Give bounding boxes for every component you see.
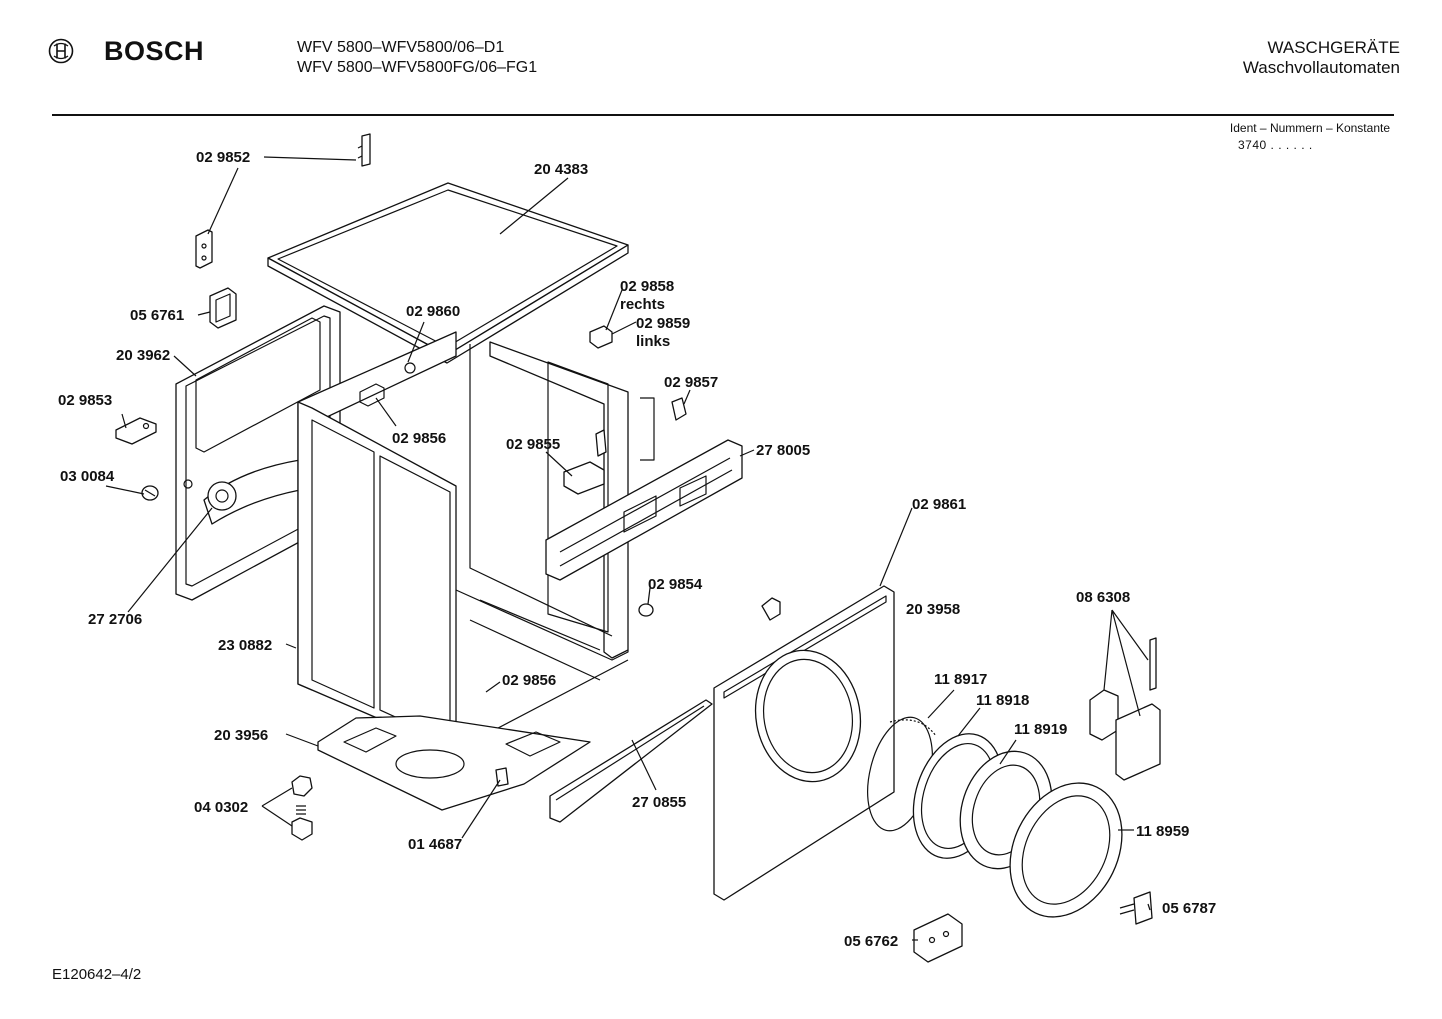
header-divider [52, 114, 1394, 116]
drawing-code: E120642–4/2 [52, 966, 142, 983]
category-line-2: Waschvollautomaten [1242, 58, 1400, 77]
label-029861: 02 9861 [912, 496, 966, 513]
door-lock-part [1119, 891, 1153, 925]
label-029855: 02 9855 [506, 436, 560, 453]
control-support-part [545, 439, 743, 581]
label-118917: 11 8917 [934, 671, 987, 688]
label-029857: 02 9857 [664, 374, 718, 391]
cabinet-frame-part [297, 331, 629, 753]
connector-right-part [589, 325, 613, 349]
label-rechts: rechts [620, 296, 665, 313]
label-056787: 05 6787 [1162, 900, 1216, 917]
label-014687: 01 4687 [408, 836, 462, 853]
top-cover-part [267, 182, 629, 364]
grommet-part [638, 603, 654, 617]
switch-holder-part [563, 429, 607, 495]
base-plate-part [317, 715, 591, 811]
label-029858: 02 9858 [620, 278, 674, 295]
label-029860: 02 9860 [406, 303, 460, 320]
ident-label: Ident – Nummern – Konstante [1229, 121, 1390, 135]
label-270855: 27 0855 [632, 794, 686, 811]
label-118959: 11 8959 [1136, 823, 1189, 840]
hinge-bracket-part [195, 229, 213, 269]
header: BOSCH WFV 5800–WFV5800/06–D1 WFV 5800–WF… [0, 0, 1442, 120]
label-029856-top: 02 9856 [392, 430, 446, 447]
label-203958: 20 3958 [906, 601, 960, 618]
foot-nut-part [291, 775, 313, 841]
hinge-top-part [357, 133, 371, 167]
model-line-1: WFV 5800–WFV5800/06–D1 [297, 39, 505, 56]
label-118918: 11 8918 [976, 692, 1029, 709]
door-hook-part [913, 913, 963, 963]
bosch-armature-icon [48, 38, 74, 64]
label-086308: 08 6308 [1076, 589, 1130, 606]
door-hinge-part [1089, 637, 1161, 781]
label-040302: 04 0302 [194, 799, 248, 816]
category-line-1: WASCHGERÄTE [1267, 38, 1400, 57]
label-278005: 27 8005 [756, 442, 810, 459]
model-line-2: WFV 5800–WFV5800FG/06–FG1 [297, 59, 538, 76]
label-203962: 20 3962 [116, 347, 170, 364]
clip-part [209, 287, 237, 329]
front-cross-bar-part [549, 699, 713, 823]
label-118919: 11 8919 [1014, 721, 1067, 738]
label-204383: 20 4383 [534, 161, 588, 178]
label-links: links [636, 333, 670, 350]
label-029856-bottom: 02 9856 [502, 672, 556, 689]
label-029854: 02 9854 [648, 576, 703, 593]
ident-constant: 3740 . . . . . . [1238, 138, 1313, 152]
bracket-left-part [115, 417, 157, 445]
label-030084: 03 0084 [60, 468, 115, 485]
label-272706: 27 2706 [88, 611, 142, 628]
cap-part [141, 485, 159, 501]
front-panel-part [713, 585, 895, 901]
label-230882: 23 0882 [218, 637, 272, 654]
label-203956: 20 3956 [214, 727, 268, 744]
label-029853: 02 9853 [58, 392, 112, 409]
label-056761: 05 6761 [130, 307, 184, 324]
brand-name: BOSCH [104, 36, 205, 66]
label-029852: 02 9852 [196, 149, 250, 166]
label-056762: 05 6762 [844, 933, 898, 950]
door-ring-part [1009, 782, 1123, 918]
leader-lines [105, 156, 1151, 941]
label-029859: 02 9859 [636, 315, 690, 332]
plug-part [640, 397, 687, 461]
